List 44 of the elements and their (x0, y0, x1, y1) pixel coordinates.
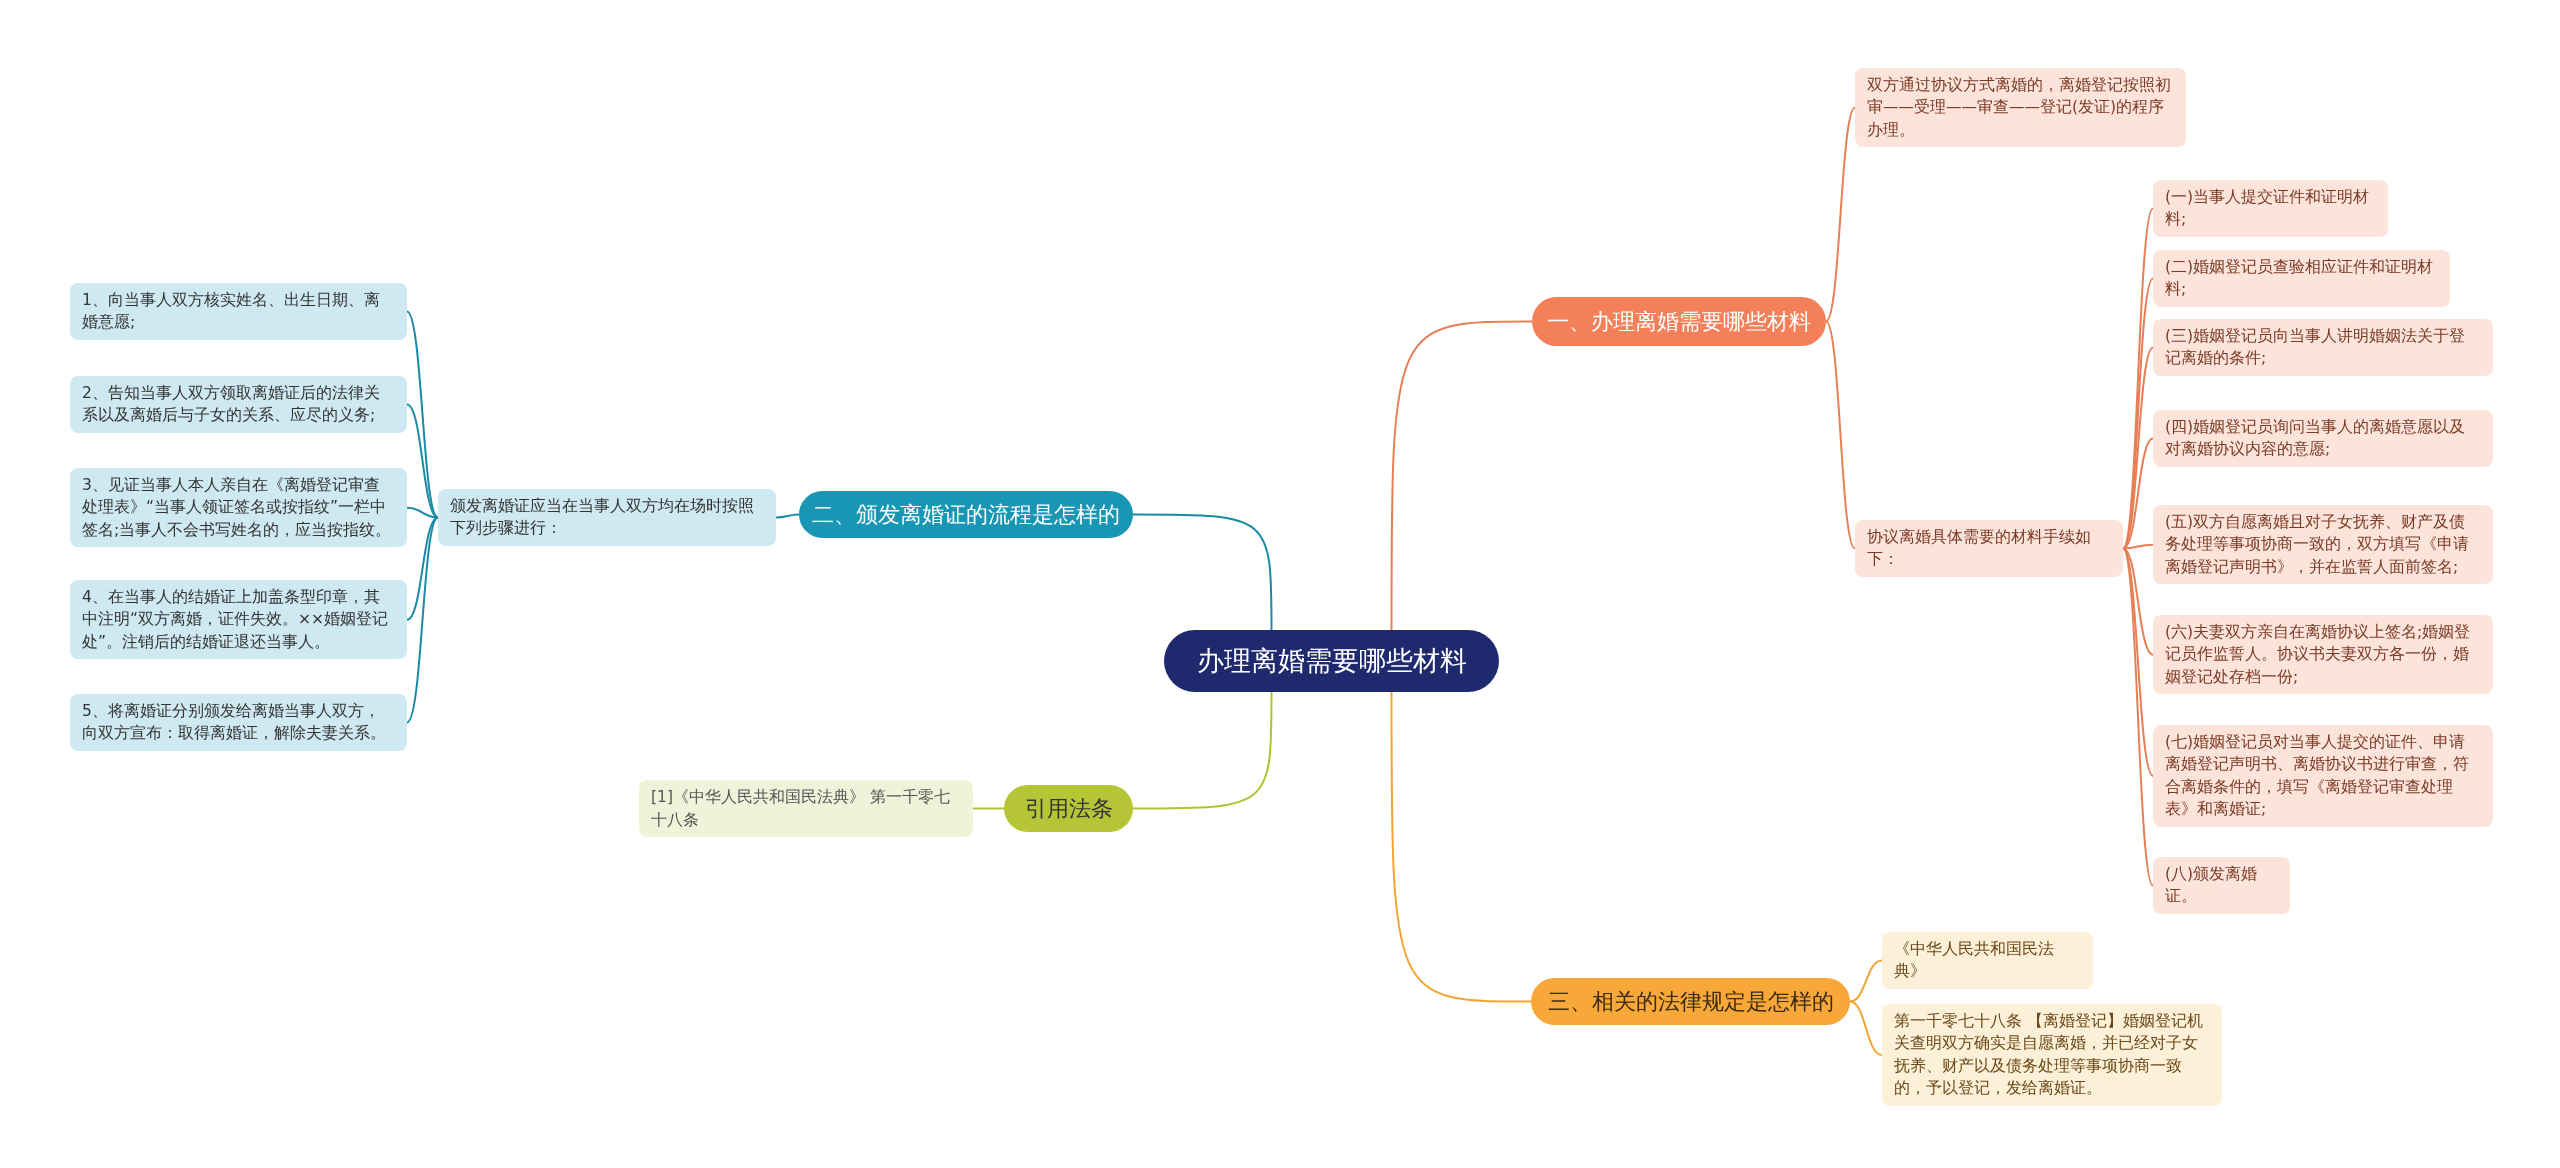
topic-box: 协议离婚具体需要的材料手续如下： (1855, 520, 2123, 577)
connector-line (1132, 513, 1273, 631)
connector-line (1849, 959, 1883, 1003)
topic-box: (四)婚姻登记员询问当事人的离婚意愿以及对离婚协议内容的意愿; (2153, 410, 2493, 467)
topic-box: (三)婚姻登记员向当事人讲明婚姻法关于登记离婚的条件; (2153, 319, 2493, 376)
topic-box: 颁发离婚证应当在当事人双方均在场时按照下列步骤进行： (438, 489, 776, 546)
connector-line (406, 310, 439, 519)
connector-line (1390, 320, 1533, 631)
connector-line (406, 516, 439, 621)
branch-topic: 引用法条 (1004, 785, 1133, 832)
topic-box: 2、告知当事人双方领取离婚证后的法律关系以及离婚后与子女的关系、应尽的义务; (70, 376, 407, 433)
connector-line (775, 513, 800, 519)
topic-box: 4、在当事人的结婚证上加盖条型印章，其中注明“双方离婚，证件失效。××婚姻登记处”。注销后的结婚证退还当事人。 (70, 580, 407, 660)
topic-box: 5、将离婚证分别颁发给离婚当事人双方，向双方宣布：取得离婚证，解除夫妻关系。 (70, 694, 407, 751)
central-topic: 办理离婚需要哪些材料 (1164, 630, 1499, 692)
branch-topic: 一、办理离婚需要哪些材料 (1532, 297, 1826, 346)
connector-line (406, 506, 439, 519)
topic-box: (七)婚姻登记员对当事人提交的证件、申请离婚登记声明书、离婚协议书进行审查，符合离婚条件的，填写《离婚登记审查处理表》和离婚证; (2153, 725, 2493, 827)
topic-box: (八)颁发离婚证。 (2153, 857, 2290, 914)
connector-line (1390, 691, 1532, 1003)
connector-line (1132, 691, 1273, 810)
topic-box: 双方通过协议方式离婚的，离婚登记按照初审——受理——审查——登记(发证)的程序办理。 (1855, 68, 2186, 148)
topic-box: (一)当事人提交证件和证明材料; (2153, 180, 2388, 237)
connector-line (1825, 320, 1856, 550)
topic-box: (六)夫妻双方亲自在离婚协议上签名;婚姻登记员作监誓人。协议书夫妻双方各一份，婚姻登记处存档一份; (2153, 615, 2493, 695)
connector-line (406, 403, 439, 519)
connector-line (972, 807, 1005, 810)
branch-topic: 二、颁发离婚证的流程是怎样的 (799, 491, 1133, 538)
topic-box: 1、向当事人双方核实姓名、出生日期、离婚意愿; (70, 283, 407, 340)
connector-line (2122, 547, 2154, 777)
topic-box: (二)婚姻登记员查验相应证件和证明材料; (2153, 250, 2450, 307)
topic-box: 第一千零七十八条 【离婚登记】婚姻登记机关查明双方确实是自愿离婚，并已经对子女抚养、财产以及债务处理等事项协商一致的，予以登记，发给离婚证。 (1882, 1004, 2222, 1106)
connector-line (2122, 543, 2154, 550)
connector-line (2122, 547, 2154, 887)
connector-line (2122, 547, 2154, 656)
connector-line (2122, 437, 2154, 550)
connector-line (1849, 1000, 1883, 1056)
branch-topic: 三、相关的法律规定是怎样的 (1531, 978, 1850, 1025)
topic-box: 3、见证当事人本人亲自在《离婚登记审查处理表》“当事人领证签名或按指纹”一栏中签名;当事人不会书写姓名的，应当按指纹。 (70, 468, 407, 548)
connector-line (1825, 106, 1856, 323)
topic-box: [1]《中华人民共和国民法典》 第一千零七十八条 (639, 780, 973, 837)
connector-line (406, 516, 439, 724)
topic-box: (五)双方自愿离婚且对子女抚养、财产及债务处理等事项协商一致的，双方填写《申请离婚登记声明书》，并在监誓人面前签名; (2153, 505, 2493, 585)
topic-box: 《中华人民共和国民法典》 (1882, 932, 2093, 989)
